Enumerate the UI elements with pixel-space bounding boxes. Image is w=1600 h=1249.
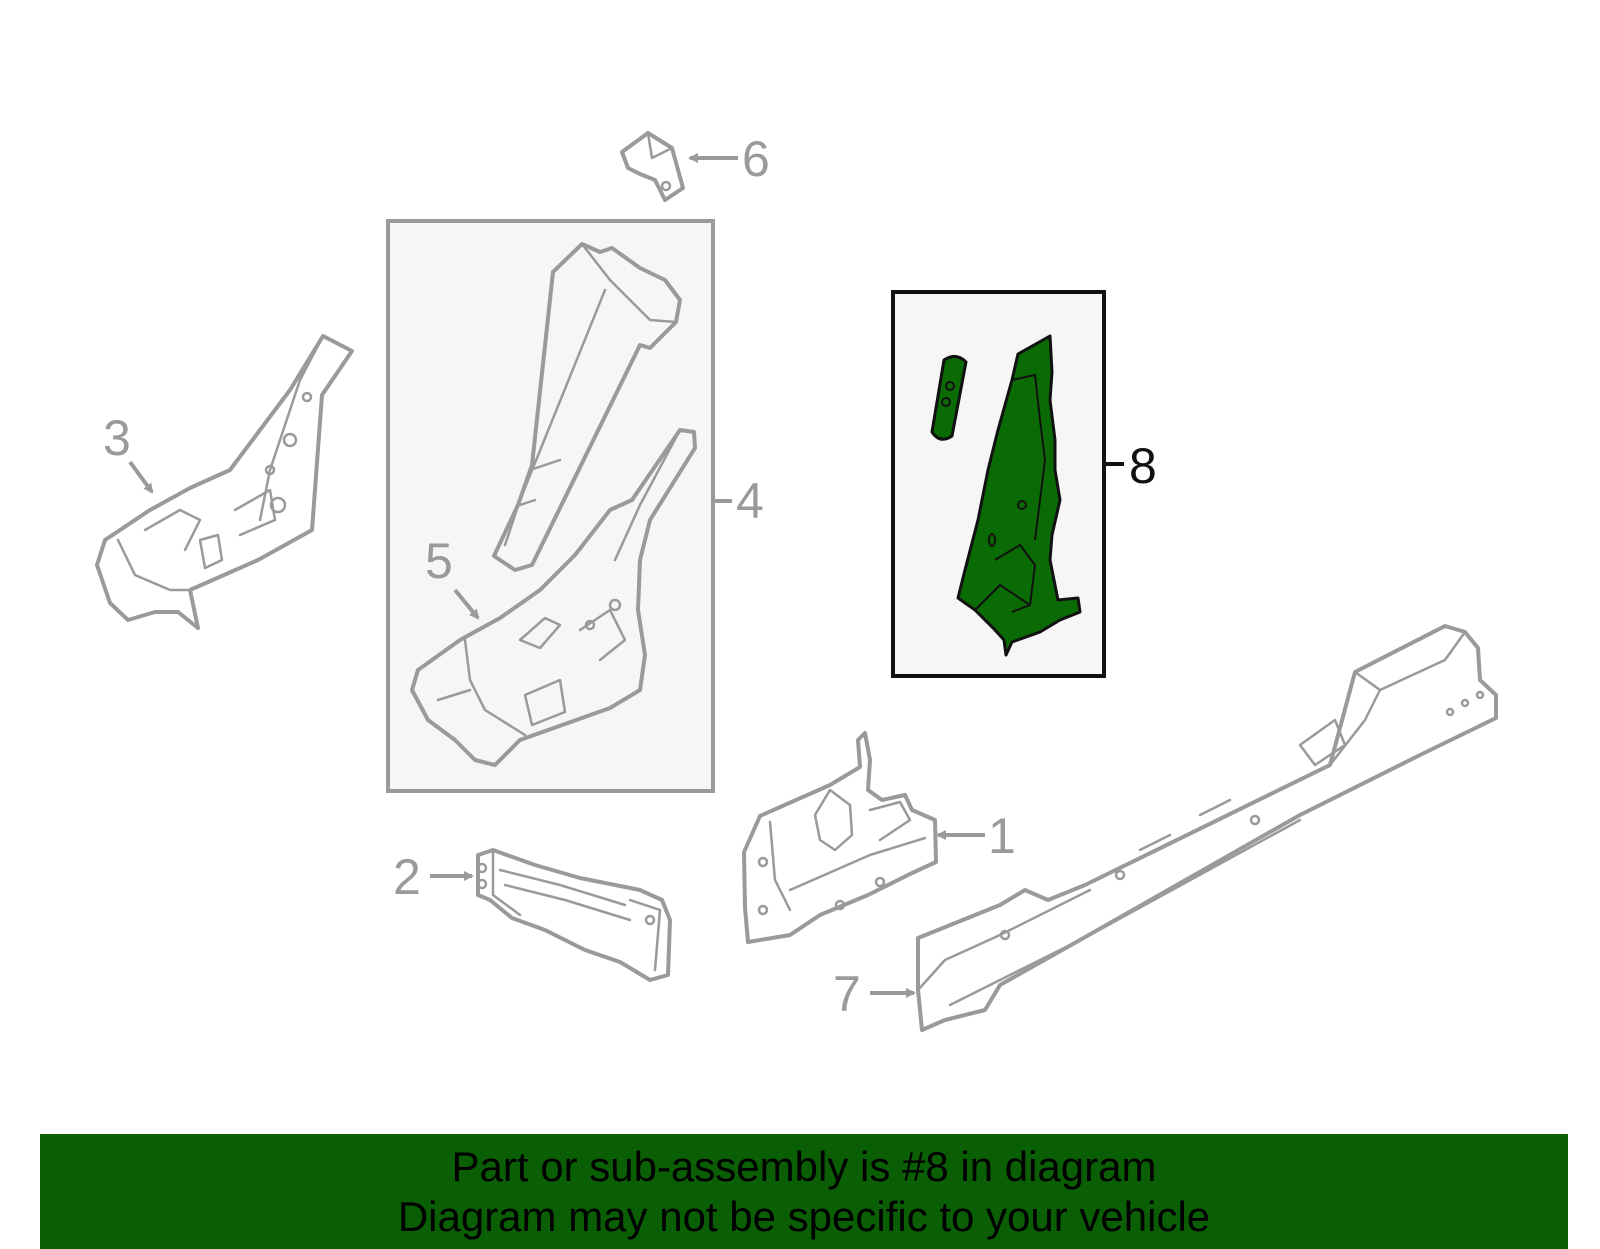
callout-8: 8 [1129,438,1157,494]
callout-3: 3 [103,410,131,466]
part-3-hinge-pillar[interactable] [95,334,354,630]
part-6-bracket[interactable] [620,131,685,202]
part-7-rocker-panel[interactable] [916,624,1498,1032]
info-banner: Part or sub-assembly is #8 in diagram Di… [40,1134,1568,1249]
callout-4: 4 [736,473,764,529]
callout-6: 6 [742,131,770,187]
part-8-main-panel [956,334,1082,657]
part-4-pillar-upper[interactable] [492,242,682,572]
callout-5-leader [453,588,480,620]
banner-line-2: Diagram may not be specific to your vehi… [397,1192,1211,1240]
part-1-pillar-inner[interactable] [742,731,938,944]
callout-3-leader [128,460,154,494]
callout-2: 2 [393,849,421,905]
part-8-small-piece [930,355,968,441]
part-5-pillar-lower[interactable] [410,428,697,767]
callout-1: 1 [988,808,1016,864]
callout-5: 5 [425,533,453,589]
part-8-pillar-highlighted[interactable] [930,334,1082,657]
banner-line-1: Part or sub-assembly is #8 in diagram [451,1142,1157,1190]
part-2-bracket[interactable] [476,848,672,982]
callout-7: 7 [833,966,861,1022]
